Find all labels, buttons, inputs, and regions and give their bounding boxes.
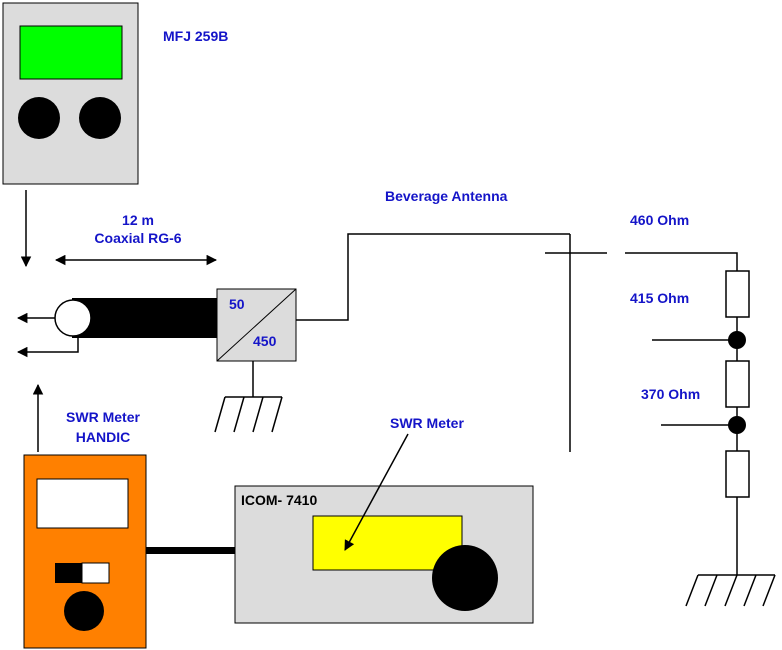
termination-ground-symbol <box>685 574 776 607</box>
r370-label: 370 Ohm <box>641 386 700 402</box>
swr-meter-label: SWR Meter <box>390 415 464 431</box>
balun-ground-symbol <box>214 361 283 433</box>
mfj-knob-left <box>18 97 60 139</box>
mfj-259b-analyzer <box>2 2 139 185</box>
antenna-feed-wire <box>296 233 570 321</box>
balun-transformer <box>216 288 297 362</box>
mfj-label: MFJ 259B <box>163 28 228 44</box>
r415-label: 415 Ohm <box>630 290 689 306</box>
swr-pointer-arrow <box>344 433 409 551</box>
balun-output-label: 450 <box>253 333 277 349</box>
balun-input-label: 50 <box>229 296 245 312</box>
handic-knob <box>64 591 104 631</box>
handic-icom-cable <box>146 547 236 554</box>
swr-meter-handic <box>23 454 147 649</box>
antenna-wire-c <box>625 252 738 271</box>
swr-handic-label-1: SWR Meter <box>66 409 140 425</box>
resistor-2 <box>725 360 750 408</box>
r460-label: 460 Ohm <box>630 212 689 228</box>
resistor-1 <box>725 270 750 318</box>
handic-switch-dark <box>55 563 82 583</box>
antenna-label: Beverage Antenna <box>385 188 508 204</box>
handic-switch-light <box>81 562 110 584</box>
coax-shield-arrow <box>16 338 79 358</box>
icom-label: ICOM- 7410 <box>241 492 317 508</box>
coaxial-cable <box>16 298 218 358</box>
icom-7410-transceiver <box>234 485 534 624</box>
mfj-display-screen <box>19 25 123 80</box>
handic-display <box>36 478 129 529</box>
termination-network <box>652 270 750 575</box>
cable-length-label: 12 m <box>122 212 154 228</box>
coax-connector <box>54 299 92 337</box>
tap-370-junction <box>728 416 746 434</box>
swr-handic-label-2: HANDIC <box>76 429 130 445</box>
tap-415-junction <box>728 331 746 349</box>
mfj-knob-right <box>79 97 121 139</box>
resistor-3 <box>725 450 750 498</box>
cable-type-label: Coaxial RG-6 <box>94 230 181 246</box>
icom-main-knob <box>432 545 498 611</box>
